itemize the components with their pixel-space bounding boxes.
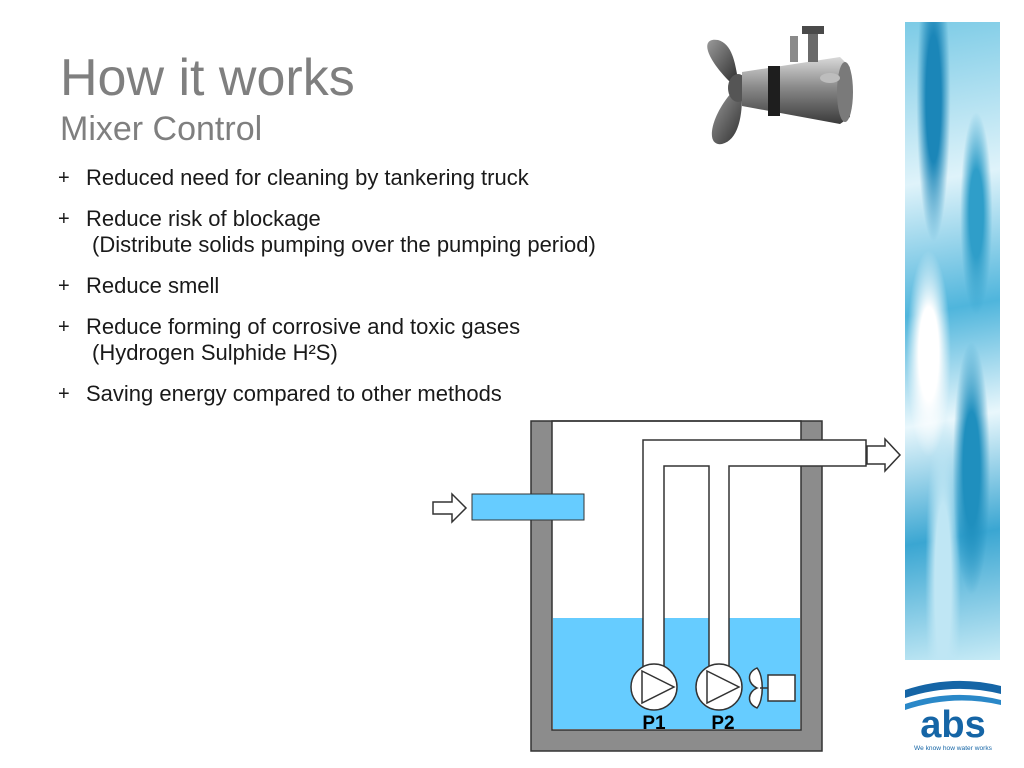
bullet-marker: + bbox=[58, 208, 70, 230]
abs-logo: abs We know how water works bbox=[905, 680, 1001, 752]
bullet-subtext: (Distribute solids pumping over the pump… bbox=[92, 232, 596, 257]
bullet-marker: + bbox=[58, 316, 70, 338]
bullet-item: + Reduce smell bbox=[58, 273, 718, 299]
bullet-item: + Reduce risk of blockage (Distribute so… bbox=[58, 206, 718, 258]
bullet-marker: + bbox=[58, 167, 70, 189]
bullet-subtext: (Hydrogen Sulphide H²S) bbox=[92, 340, 338, 365]
bullet-item: + Reduced need for cleaning by tankering… bbox=[58, 165, 718, 191]
bullet-marker: + bbox=[58, 383, 70, 405]
outflow-arrow-icon bbox=[866, 437, 902, 473]
bullet-text: Reduced need for cleaning by tankering t… bbox=[86, 165, 529, 190]
pump-label-p2: P2 bbox=[711, 713, 734, 734]
motor-icon bbox=[767, 674, 796, 702]
pump-p2 bbox=[695, 663, 743, 711]
slide-title: How it works bbox=[60, 49, 355, 107]
bullet-item: + Saving energy compared to other method… bbox=[58, 381, 718, 407]
bullet-text: Reduce smell bbox=[86, 273, 220, 298]
water-texture-strip bbox=[905, 22, 1000, 660]
slide-subtitle: Mixer Control bbox=[60, 110, 263, 148]
inlet-pipe bbox=[471, 493, 585, 521]
pump-label-p1: P1 bbox=[642, 713, 666, 734]
bullet-item: + Reduce forming of corrosive and toxic … bbox=[58, 314, 718, 366]
logo-wordmark: abs bbox=[920, 704, 985, 746]
water-level bbox=[553, 618, 800, 729]
bullet-text: Reduce forming of corrosive and toxic ga… bbox=[86, 314, 521, 339]
bullet-marker: + bbox=[58, 275, 70, 297]
mixer-photo-icon bbox=[707, 26, 853, 145]
logo-tagline: We know how water works bbox=[914, 745, 993, 752]
bullet-text: Reduce risk of blockage bbox=[86, 206, 321, 231]
bullet-list: + Reduced need for cleaning by tankering… bbox=[58, 165, 718, 422]
pump-p1 bbox=[630, 663, 678, 711]
bullet-text: Saving energy compared to other methods bbox=[86, 381, 502, 406]
inflow-arrow-icon bbox=[432, 492, 468, 524]
